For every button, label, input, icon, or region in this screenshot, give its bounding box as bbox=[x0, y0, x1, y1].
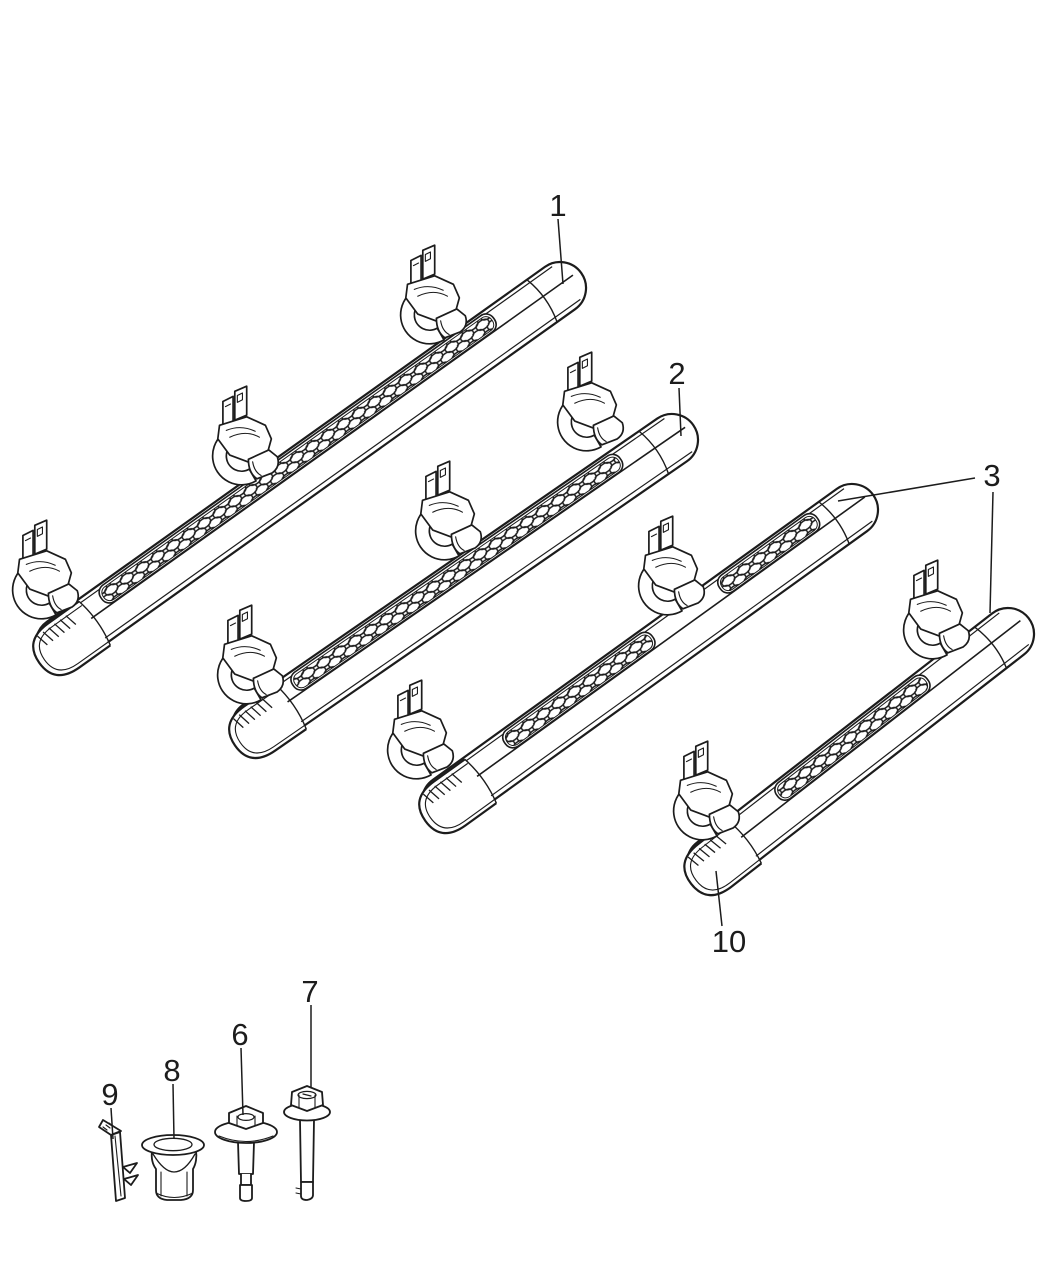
tube-end-line bbox=[526, 279, 558, 322]
tube-bottom-edge bbox=[263, 451, 693, 749]
step-pad-texture bbox=[719, 515, 818, 592]
mounting-bracket bbox=[216, 604, 285, 705]
end-cap-rib bbox=[42, 631, 54, 642]
end-cap-rib bbox=[445, 777, 457, 788]
end-cap bbox=[32, 600, 112, 677]
washer-head-bolt bbox=[214, 1105, 278, 1202]
leader-line bbox=[172, 1083, 175, 1140]
end-cap-rib bbox=[261, 698, 273, 709]
tube-end-line bbox=[638, 430, 670, 474]
callout-1: 1 bbox=[549, 188, 566, 223]
end-cap-rib bbox=[704, 843, 716, 854]
boards-layer bbox=[11, 244, 1036, 897]
end-cap-rib bbox=[54, 623, 65, 634]
mounting-bracket bbox=[902, 559, 971, 660]
tube-bottom-edge bbox=[719, 643, 1030, 885]
end-cap-rib bbox=[65, 615, 77, 626]
end-cap bbox=[683, 819, 763, 897]
callout-8: 8 bbox=[163, 1053, 180, 1088]
end-cap-rib bbox=[59, 619, 71, 630]
step-pad-texture bbox=[504, 634, 654, 747]
end-cap-rib bbox=[434, 785, 446, 796]
leader-line bbox=[557, 218, 564, 285]
leader-line bbox=[837, 477, 976, 502]
callout-7: 7 bbox=[301, 974, 318, 1009]
end-cap-rib bbox=[244, 710, 256, 721]
tube-end-line bbox=[818, 501, 850, 544]
end-cap-rib bbox=[439, 781, 451, 792]
step-pad-texture bbox=[293, 456, 621, 689]
mounting-bracket bbox=[672, 740, 741, 841]
step-pad-texture bbox=[777, 677, 929, 799]
end-cap-rib bbox=[709, 839, 721, 849]
callout-6: 6 bbox=[231, 1017, 248, 1052]
tube-bottom-edge bbox=[67, 298, 581, 666]
running-board-2 bbox=[228, 412, 700, 760]
leader-line bbox=[240, 1047, 244, 1116]
step-pad-texture bbox=[101, 316, 495, 602]
end-cap-rib bbox=[422, 793, 434, 804]
callouts-layer: 1 2 3 10 9 8 6 7 bbox=[101, 188, 1001, 1140]
mounting-bracket bbox=[637, 515, 706, 616]
mounting-bracket bbox=[556, 351, 625, 452]
mounting-bracket bbox=[11, 519, 80, 620]
end-cap bbox=[418, 758, 498, 835]
callout-9: 9 bbox=[101, 1077, 118, 1112]
end-cap-rib bbox=[48, 627, 60, 638]
mounting-bracket bbox=[414, 460, 483, 561]
leader-line bbox=[715, 870, 723, 927]
callout-10: 10 bbox=[712, 924, 746, 959]
running-board-3 bbox=[418, 482, 880, 835]
end-cap-rib bbox=[238, 714, 250, 725]
end-cap-rib bbox=[687, 856, 699, 866]
callout-2: 2 bbox=[668, 356, 685, 391]
mounting-bracket bbox=[211, 385, 280, 486]
end-cap-rib bbox=[451, 773, 463, 783]
tube-end-line bbox=[974, 626, 1007, 668]
tube-bottom-edge bbox=[453, 520, 873, 824]
flanged-rivet-nut bbox=[141, 1134, 205, 1201]
leader-line bbox=[110, 1107, 114, 1140]
leader-line bbox=[989, 491, 994, 614]
end-cap-rib bbox=[233, 718, 244, 729]
end-cap-rib bbox=[36, 635, 48, 646]
running-board-1 bbox=[32, 260, 588, 677]
hardware-layer bbox=[98, 1085, 331, 1202]
mounting-bracket bbox=[399, 244, 468, 345]
end-cap-rib bbox=[250, 706, 262, 717]
end-cap-rib bbox=[715, 835, 727, 845]
mounting-bracket bbox=[386, 679, 455, 780]
end-cap-rib bbox=[428, 789, 440, 800]
end-cap-rib bbox=[698, 847, 710, 858]
leader-line bbox=[678, 387, 682, 437]
callout-3: 3 bbox=[983, 458, 1000, 493]
hex-flange-bolt bbox=[283, 1085, 331, 1201]
step-tube bbox=[34, 260, 588, 671]
end-cap-rib bbox=[256, 702, 267, 713]
running-board-4 bbox=[683, 606, 1036, 897]
retainer-clip bbox=[98, 1119, 139, 1202]
end-cap-rib bbox=[693, 852, 705, 862]
